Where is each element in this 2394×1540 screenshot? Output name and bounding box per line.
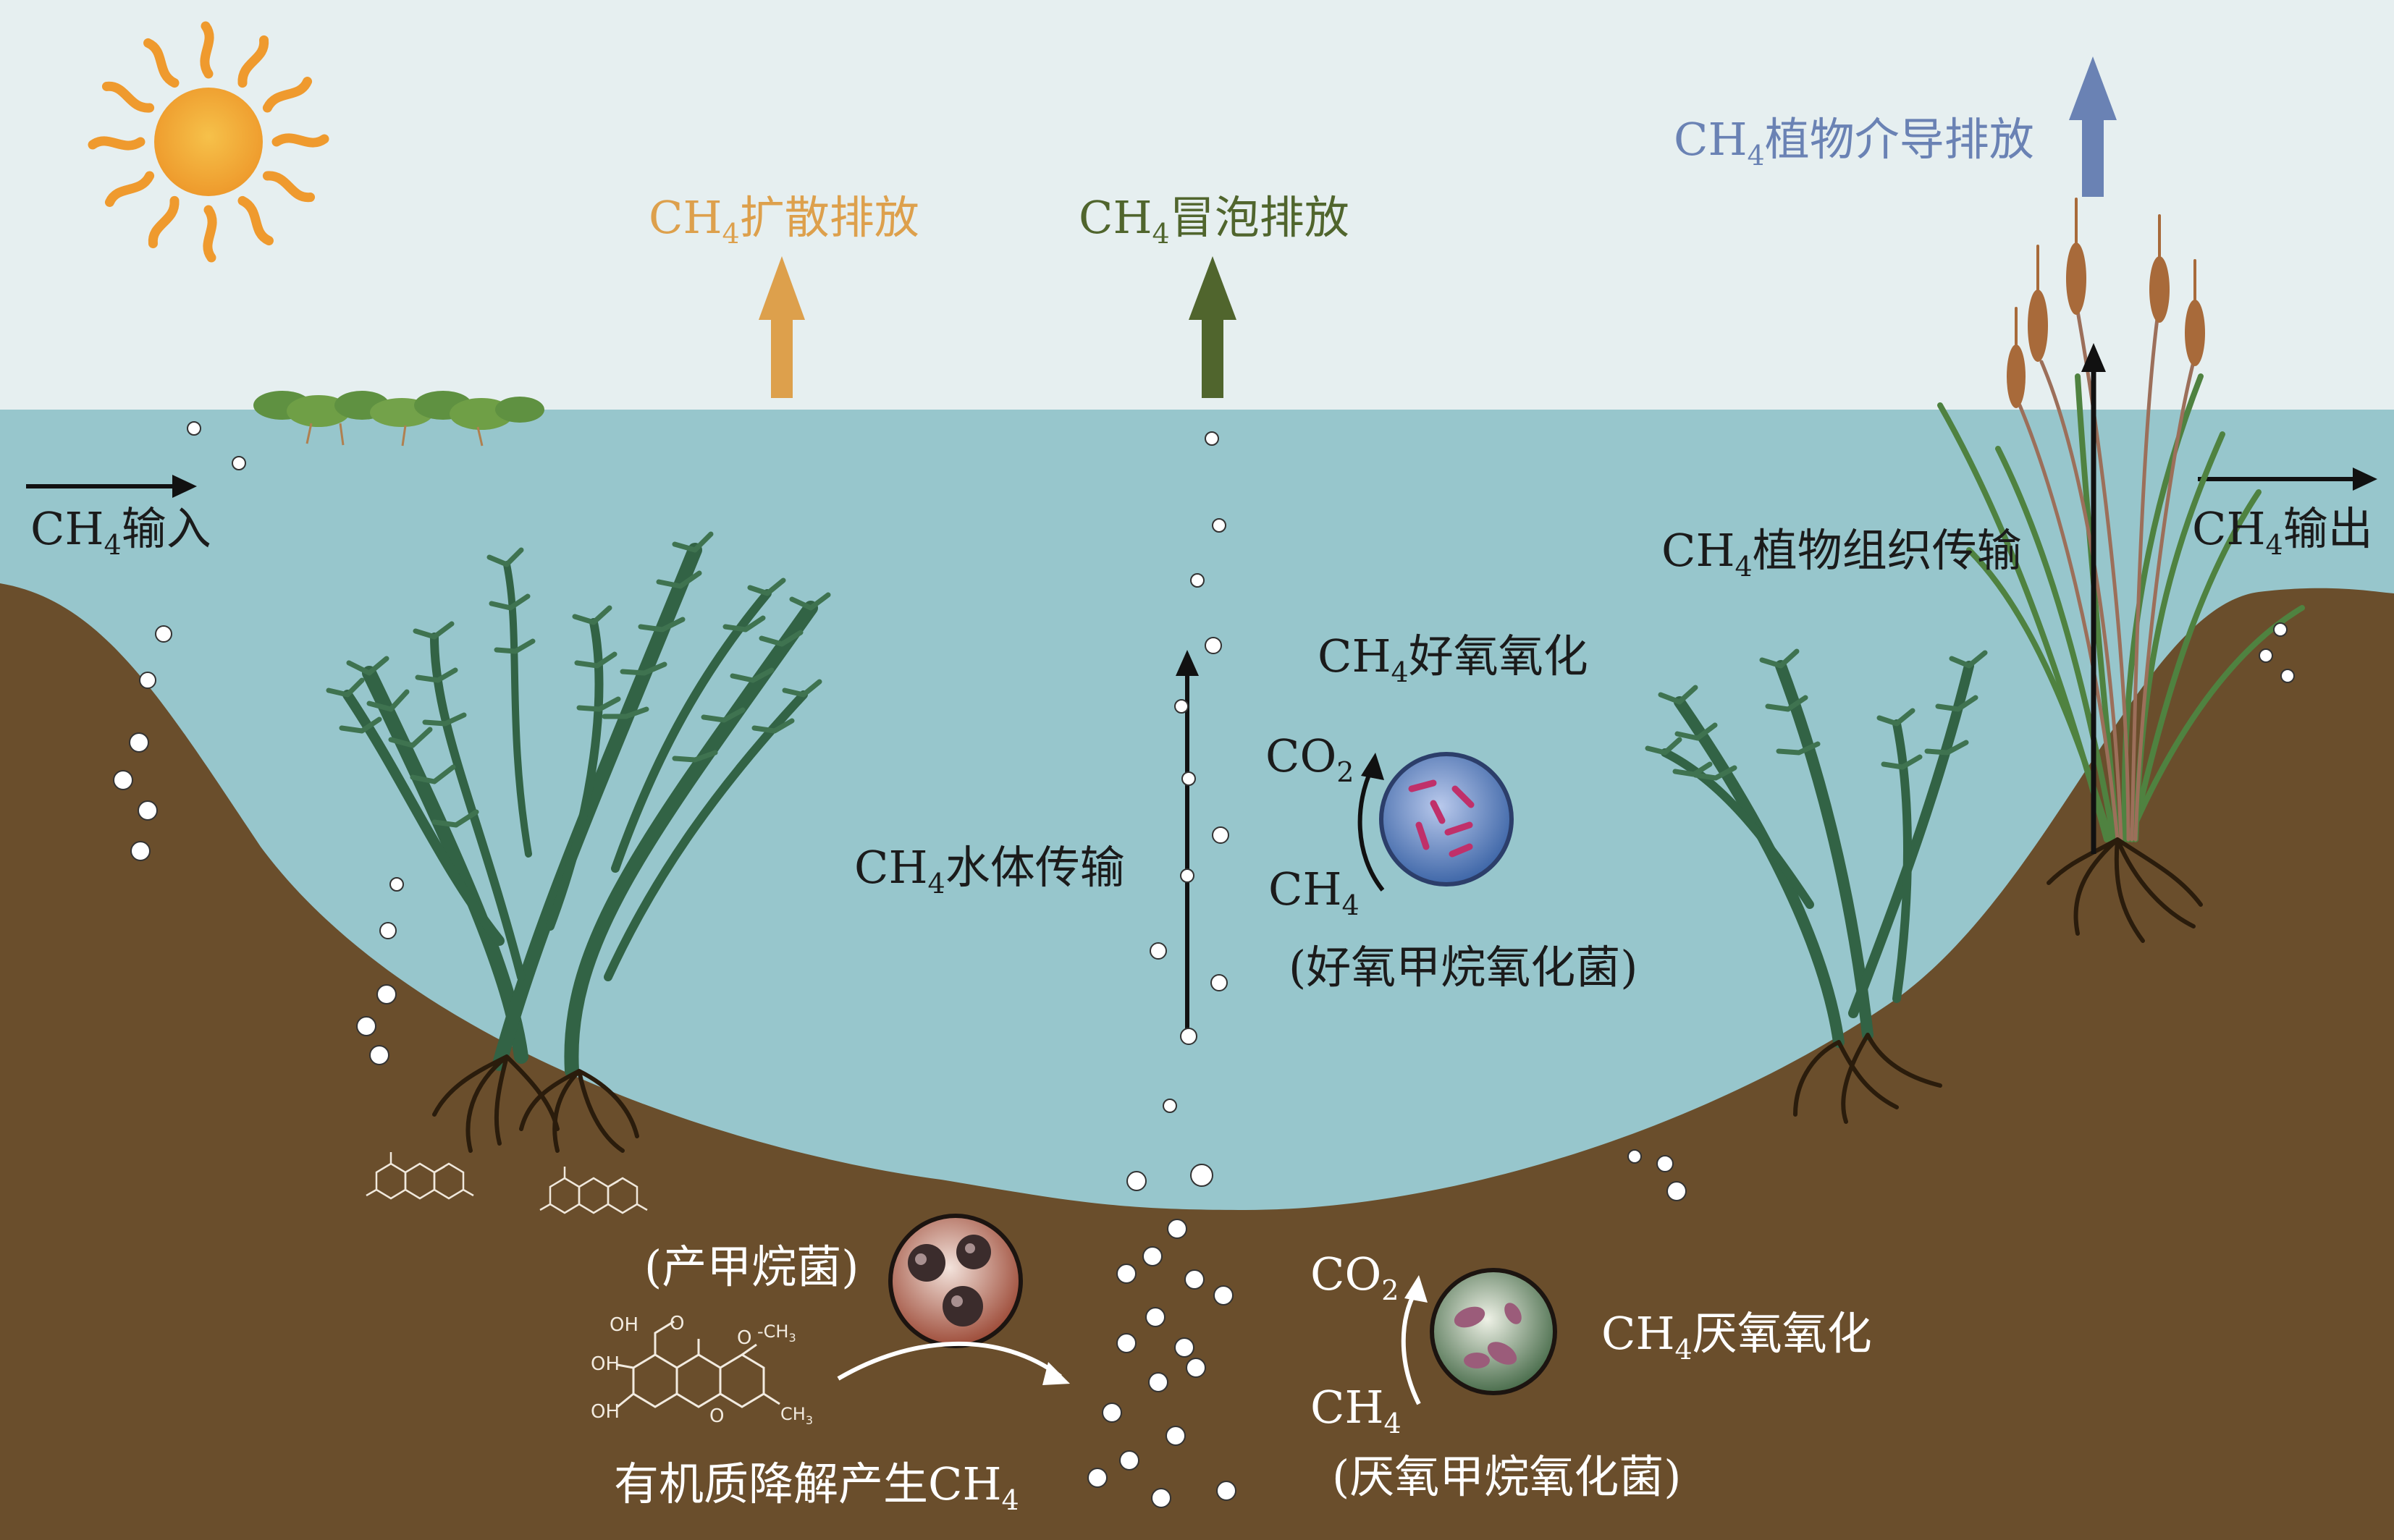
ebullition-arrow [1189, 256, 1236, 398]
sky [0, 0, 2394, 412]
degradation-arrow [837, 1341, 1062, 1381]
degradation-label: 有机质降解产生CH4 [614, 1458, 1019, 1516]
diffusion-label: CH4扩散排放 [649, 191, 919, 250]
sediment [0, 583, 2394, 1540]
submerged-plant-right [1645, 648, 1988, 1048]
molecule-ch3-methoxy: -CH3 [757, 1321, 796, 1345]
anaerobic-oxidation-arrowhead [1404, 1275, 1428, 1303]
methanogen-icon [888, 1214, 1023, 1348]
molecule-structure [617, 1320, 780, 1408]
output-arrow [2198, 468, 2377, 491]
molecule-ch3-ring: CH3 [780, 1404, 813, 1427]
output-label: CH4输出 [2192, 502, 2373, 561]
plant-transport-label: CH4植物组织传输 [1661, 524, 2022, 583]
molecule-oh-mid: OH [591, 1353, 620, 1375]
molecule-oh-bottom: OH [591, 1401, 620, 1423]
floating-plants [253, 391, 544, 447]
aerobic-oxidation-label: CH4好氧氧化 [1318, 630, 1588, 688]
molecule-o-top: O [670, 1313, 685, 1334]
plant-transport-arrow [2081, 343, 2106, 854]
aerobic-bacteria-icon [1379, 752, 1514, 887]
roots-right [1793, 1033, 1942, 1124]
plant-mediated-arrow [2069, 56, 2117, 197]
submerged-plant-left [326, 531, 831, 1078]
input-arrow [26, 475, 197, 498]
methanogen-label: (产甲烷菌) [644, 1240, 859, 1293]
aerobic-oxidation-arrowhead [1361, 753, 1384, 780]
aerobic-oxidation-curve [1357, 767, 1385, 892]
degradation-arrowhead [1042, 1362, 1070, 1385]
molecule-icon-small-2 [539, 1167, 648, 1214]
aerobic-ch4-label: CH4 [1268, 863, 1360, 921]
roots-left [432, 1054, 639, 1153]
molecule-oh-top: OH [610, 1314, 639, 1336]
diffusion-arrow [759, 256, 805, 398]
molecule-o-methoxy: O [737, 1327, 752, 1349]
anaerobic-oxidation-label: CH4厌氧氧化 [1601, 1307, 1872, 1366]
anaerobic-ch4-label: CH4 [1310, 1381, 1402, 1439]
anaerobic-oxidation-curve [1401, 1290, 1421, 1405]
bubbles [113, 421, 2295, 1508]
input-label: CH4输入 [30, 502, 211, 561]
aerobic-co2-label: CO2 [1265, 729, 1354, 788]
sun-icon [88, 21, 329, 263]
molecule-o-ring: O [709, 1405, 725, 1427]
water-transport-label: CH4水体传输 [854, 841, 1125, 900]
water-transport-arrow [1176, 650, 1199, 1041]
anaerobic-co2-label: CO2 [1310, 1248, 1399, 1306]
plant-mediated-label: CH4植物介导排放 [1674, 113, 2034, 172]
anaerobic-bacteria-label: (厌氧甲烷氧化菌) [1332, 1450, 1682, 1503]
molecule-icon-small-1 [366, 1152, 474, 1200]
ebullition-label: CH4冒泡排放 [1079, 191, 1349, 250]
aerobic-bacteria-label: (好氧甲烷氧化菌) [1289, 941, 1638, 994]
anaerobic-bacteria-icon [1430, 1268, 1557, 1395]
